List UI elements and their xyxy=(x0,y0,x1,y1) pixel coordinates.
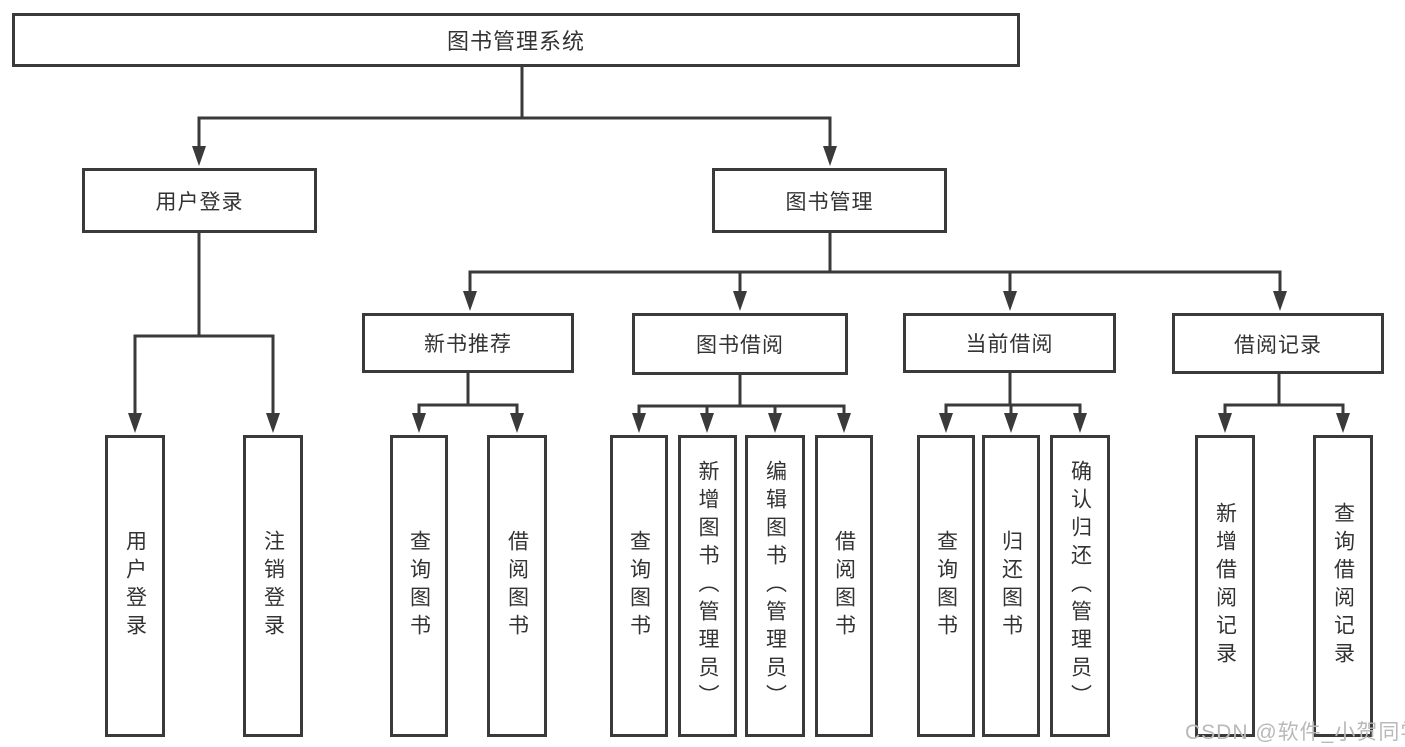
leaf-query-books-2: 查询图书 xyxy=(610,435,668,737)
arrowhead-down-icon xyxy=(939,413,953,433)
arrowhead-down-icon xyxy=(192,146,206,166)
csdn-watermark: CSDN @软件_小贺同学 xyxy=(1185,721,1405,744)
node-book-management-label: 图书管理 xyxy=(785,190,874,214)
leaf-query-books-1: 查询图书 xyxy=(390,435,448,737)
leaf-logout: 注销登录 xyxy=(243,435,303,737)
connector-book-borrow-split xyxy=(632,375,851,433)
node-book-management: 图书管理 xyxy=(712,168,947,233)
arrowhead-down-icon xyxy=(768,413,782,433)
arrowhead-down-icon xyxy=(1003,291,1017,311)
node-book-borrow: 图书借阅 xyxy=(632,313,848,375)
arrowhead-down-icon xyxy=(266,413,280,433)
leaf-edit-books-admin-label: 编辑图书（管理员） xyxy=(763,460,787,712)
node-book-borrow-label: 图书借阅 xyxy=(696,334,784,357)
connector-user-login-split xyxy=(128,233,280,433)
leaf-query-books-3-label: 查询图书 xyxy=(934,530,958,642)
leaf-borrow-books-2-label: 借阅图书 xyxy=(832,530,856,642)
connector-book-mgmt-split xyxy=(463,233,1287,311)
node-user-login-label: 用户登录 xyxy=(155,190,244,214)
arrowhead-down-icon xyxy=(837,413,851,433)
leaf-add-borrow-record-label: 新增借阅记录 xyxy=(1213,502,1237,670)
node-current-borrow-label: 当前借阅 xyxy=(965,333,1054,356)
arrowhead-down-icon xyxy=(1273,291,1287,311)
leaf-add-borrow-record: 新增借阅记录 xyxy=(1195,435,1255,737)
leaf-borrow-books-1: 借阅图书 xyxy=(487,435,547,737)
node-root-label: 图书管理系统 xyxy=(446,29,585,54)
node-user-login: 用户登录 xyxy=(82,168,317,233)
leaf-confirm-return-admin: 确认归还（管理员） xyxy=(1050,435,1110,737)
leaf-add-books-admin: 新增图书（管理员） xyxy=(678,435,737,737)
leaf-edit-books-admin: 编辑图书（管理员） xyxy=(745,435,805,737)
arrowhead-down-icon xyxy=(128,413,142,433)
arrowhead-down-icon xyxy=(632,413,646,433)
node-borrow-records: 借阅记录 xyxy=(1172,313,1384,374)
leaf-borrow-books-1-label: 借阅图书 xyxy=(505,530,529,642)
connector-borrow-records-split xyxy=(1218,374,1350,433)
leaf-logout-label: 注销登录 xyxy=(261,530,285,642)
leaf-query-books-2-label: 查询图书 xyxy=(627,530,651,642)
node-borrow-records-label: 借阅记录 xyxy=(1234,333,1322,357)
arrowhead-down-icon xyxy=(823,146,837,166)
arrowhead-down-icon xyxy=(1073,413,1087,433)
arrowhead-down-icon xyxy=(1004,413,1018,433)
node-current-borrow: 当前借阅 xyxy=(903,313,1116,373)
arrowhead-down-icon xyxy=(1218,413,1232,433)
arrowhead-down-icon xyxy=(733,291,747,311)
arrowhead-down-icon xyxy=(1336,413,1350,433)
connector-new-book-rec-split xyxy=(412,373,524,433)
leaf-user-login: 用户登录 xyxy=(105,435,165,737)
leaf-query-books-3: 查询图书 xyxy=(917,435,975,737)
leaf-confirm-return-admin-label: 确认归还（管理员） xyxy=(1068,460,1092,712)
leaf-add-books-admin-label: 新增图书（管理员） xyxy=(696,460,719,712)
leaf-return-books-label: 归还图书 xyxy=(999,530,1023,642)
leaf-query-books-1-label: 查询图书 xyxy=(407,530,431,642)
leaf-return-books: 归还图书 xyxy=(982,435,1040,737)
node-new-book-recommend: 新书推荐 xyxy=(362,313,574,373)
arrowhead-down-icon xyxy=(463,291,477,311)
arrowhead-down-icon xyxy=(700,413,714,433)
leaf-query-borrow-record: 查询借阅记录 xyxy=(1313,435,1373,737)
leaf-borrow-books-2: 借阅图书 xyxy=(815,435,873,737)
node-root: 图书管理系统 xyxy=(12,13,1020,67)
connector-current-borrow-split xyxy=(939,373,1087,433)
leaf-query-borrow-record-label: 查询借阅记录 xyxy=(1331,502,1355,670)
node-new-book-recommend-label: 新书推荐 xyxy=(424,333,512,356)
leaf-user-login-label: 用户登录 xyxy=(123,530,147,642)
arrowhead-down-icon xyxy=(510,413,524,433)
connector-root-split xyxy=(192,67,837,166)
arrowhead-down-icon xyxy=(412,413,426,433)
